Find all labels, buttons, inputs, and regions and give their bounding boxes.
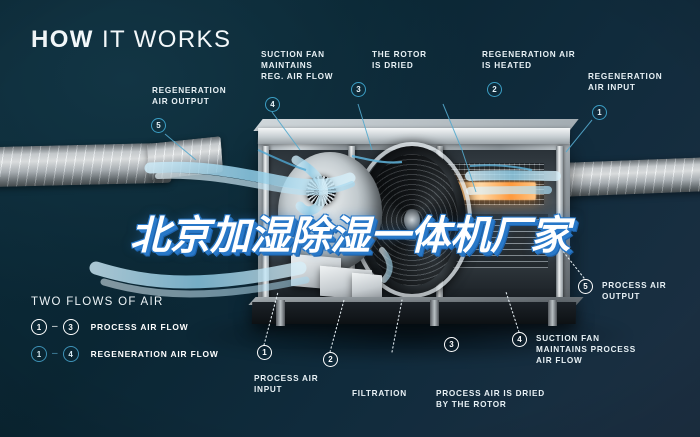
marker-bottom-2[interactable]: 2 — [323, 352, 338, 367]
callout-label-process-air-dried: PROCESS AIR IS DRIED BY THE ROTOR — [436, 389, 545, 409]
legend-marker-to: 4 — [62, 346, 79, 362]
cabinet-leg — [430, 300, 439, 326]
callout-label-reg-air-input: REGENERATION AIR INPUT — [588, 72, 663, 92]
callout-label-suction-fan-reg: SUCTION FAN MAINTAINS REG. AIR FLOW — [261, 50, 334, 81]
callout-label-rotor-dried: THE ROTOR IS DRIED — [372, 50, 427, 70]
legend-marker-from: 1 — [31, 346, 47, 362]
legend-dash: – — [52, 321, 58, 332]
base-plinth — [251, 302, 577, 324]
cabinet-mullion — [262, 146, 269, 309]
legend-label-process-air-flow: PROCESS AIR FLOW — [90, 322, 189, 332]
page-title: HOW IT WORKS — [31, 26, 231, 54]
legend-dash: – — [52, 348, 58, 359]
callout-label-process-air-output: PROCESS AIR OUTPUT — [602, 281, 667, 301]
right-spiral-duct-icon — [547, 156, 700, 198]
callout-label-filtration: FILTRATION — [352, 389, 407, 398]
legend: TWO FLOWS OF AIR 1 – 3 PROCESS AIR FLOW … — [31, 296, 219, 373]
legend-title: TWO FLOWS OF AIR — [31, 296, 164, 308]
callout-label-reg-air-heated: REGENERATION AIR IS HEATED — [482, 50, 576, 70]
marker-top-2[interactable]: 2 — [487, 82, 502, 97]
legend-marker-to: 3 — [62, 319, 79, 335]
cabinet-leg — [548, 300, 557, 326]
callout-label-suction-fan-process: SUCTION FAN MAINTAINS PROCESS AIR FLOW — [536, 334, 636, 365]
callout-label-process-air-input: PROCESS AIR INPUT — [254, 374, 319, 394]
legend-marker-from: 1 — [31, 319, 47, 335]
marker-top-5[interactable]: 5 — [151, 118, 166, 133]
legend-row-regeneration: 1 – 4 REGENERATION AIR FLOW — [31, 346, 219, 362]
callout-label-reg-air-output: REGENERATION AIR OUTPUT — [152, 86, 227, 106]
marker-bottom-1[interactable]: 1 — [257, 345, 272, 360]
legend-label-regeneration-air-flow: REGENERATION AIR FLOW — [90, 349, 219, 359]
cabinet-leg — [276, 300, 285, 326]
cabinet-mullion — [556, 146, 563, 309]
page-title-bold: HOW — [31, 26, 94, 53]
marker-top-1[interactable]: 1 — [592, 105, 607, 120]
page-title-light: IT WORKS — [101, 26, 232, 53]
watermark-title: 北京加湿除湿一体机厂家 — [130, 213, 570, 259]
marker-bottom-4[interactable]: 4 — [512, 332, 527, 347]
marker-bottom-5[interactable]: 5 — [578, 279, 593, 294]
legend-row-process: 1 – 3 PROCESS AIR FLOW — [31, 319, 219, 335]
left-connector-duct-icon — [146, 136, 224, 180]
marker-top-4[interactable]: 4 — [265, 97, 280, 112]
suction-fan-blades-icon — [306, 176, 336, 206]
marker-top-3[interactable]: 3 — [351, 82, 366, 97]
left-spiral-duct-icon — [0, 142, 172, 188]
marker-bottom-3[interactable]: 3 — [444, 337, 459, 352]
